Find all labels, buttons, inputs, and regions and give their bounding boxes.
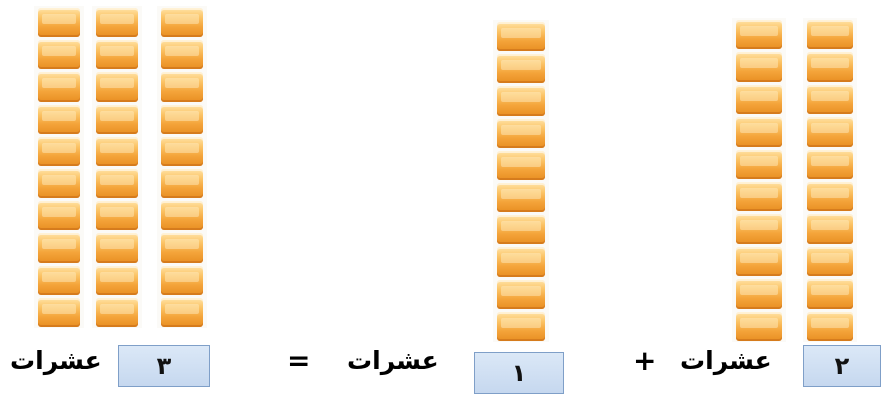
unit-cube bbox=[161, 136, 203, 166]
unit-cube bbox=[96, 8, 138, 38]
unit-cube bbox=[497, 54, 545, 84]
unit-cube bbox=[497, 279, 545, 309]
unit-cube bbox=[161, 201, 203, 231]
unit-cube bbox=[161, 8, 203, 38]
unit-cube bbox=[736, 20, 782, 50]
ten-rod bbox=[732, 18, 786, 342]
unit-cube bbox=[497, 118, 545, 148]
unit-cube bbox=[96, 72, 138, 102]
unit-cube bbox=[161, 233, 203, 263]
left-number-box: ٢ bbox=[803, 345, 881, 387]
unit-word-result: عشرات bbox=[10, 346, 102, 375]
unit-cube bbox=[807, 182, 853, 212]
unit-cube bbox=[38, 104, 80, 134]
equals-sign: = bbox=[287, 344, 311, 377]
unit-cube bbox=[96, 40, 138, 70]
unit-cube bbox=[38, 40, 80, 70]
unit-cube bbox=[807, 149, 853, 179]
result-number-box: ٣ bbox=[118, 345, 210, 387]
ten-rod bbox=[157, 6, 207, 328]
unit-cube bbox=[807, 20, 853, 50]
unit-cube bbox=[161, 297, 203, 327]
unit-cube bbox=[807, 117, 853, 147]
ten-rod bbox=[92, 6, 142, 328]
unit-cube bbox=[38, 201, 80, 231]
unit-cube bbox=[96, 136, 138, 166]
unit-cube bbox=[736, 311, 782, 341]
unit-cube bbox=[497, 247, 545, 277]
unit-cube bbox=[736, 246, 782, 277]
unit-cube bbox=[161, 265, 203, 295]
unit-cube bbox=[38, 136, 80, 166]
unit-cube bbox=[96, 233, 138, 263]
unit-cube bbox=[38, 297, 80, 327]
unit-cube bbox=[736, 149, 782, 179]
unit-cube bbox=[736, 117, 782, 147]
unit-cube bbox=[807, 279, 853, 309]
unit-cube bbox=[736, 52, 782, 82]
unit-cube bbox=[497, 183, 545, 213]
unit-cube bbox=[38, 8, 80, 38]
unit-cube bbox=[96, 104, 138, 134]
unit-cube bbox=[96, 297, 138, 327]
unit-cube bbox=[38, 265, 80, 295]
unit-cube bbox=[38, 233, 80, 263]
unit-cube bbox=[807, 84, 853, 115]
unit-cube bbox=[807, 311, 853, 341]
plus-sign: + bbox=[633, 344, 657, 377]
unit-cube bbox=[497, 311, 545, 341]
unit-cube bbox=[497, 215, 545, 245]
unit-cube bbox=[96, 169, 138, 199]
unit-cube bbox=[497, 22, 545, 52]
ten-rod bbox=[803, 18, 857, 342]
unit-cube bbox=[161, 169, 203, 199]
unit-cube bbox=[736, 84, 782, 115]
unit-cube bbox=[96, 265, 138, 295]
ten-rod bbox=[493, 20, 549, 342]
unit-cube bbox=[807, 52, 853, 82]
middle-number-box: ١ bbox=[474, 352, 564, 394]
unit-cube bbox=[807, 214, 853, 244]
unit-cube bbox=[38, 72, 80, 102]
unit-word-middle: عشرات bbox=[347, 346, 439, 375]
unit-cube bbox=[161, 104, 203, 134]
unit-cube bbox=[736, 279, 782, 309]
unit-cube bbox=[161, 72, 203, 102]
ten-rod bbox=[34, 6, 84, 328]
unit-cube bbox=[807, 246, 853, 277]
unit-cube bbox=[497, 150, 545, 180]
unit-word-left: عشرات bbox=[680, 346, 772, 375]
unit-cube bbox=[38, 169, 80, 199]
unit-cube bbox=[736, 182, 782, 212]
unit-cube bbox=[96, 201, 138, 231]
unit-cube bbox=[736, 214, 782, 244]
unit-cube bbox=[497, 86, 545, 116]
unit-cube bbox=[161, 40, 203, 70]
